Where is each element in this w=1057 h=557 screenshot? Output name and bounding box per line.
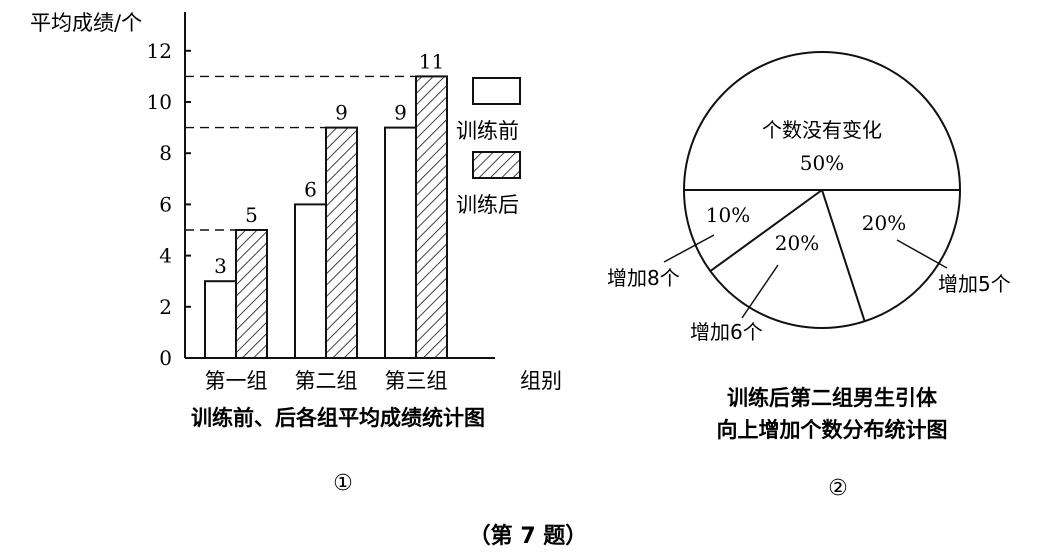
pie-slice-percent-plus8: 10% <box>706 203 750 227</box>
category-label: 第一组 <box>205 369 268 393</box>
pie-slice-percent-unchanged: 50% <box>800 151 844 175</box>
bar-data-label: 11 <box>419 49 444 73</box>
leader-line-plus8 <box>663 234 715 263</box>
bar-data-label: 9 <box>335 101 348 125</box>
bar-data-label: 5 <box>245 203 258 227</box>
pie-slice-label-unchanged: 个数没有变化 <box>762 118 882 142</box>
pie-slice-percent-plus5: 20% <box>862 211 906 235</box>
bar-marks: 3 5 6 9 9 11 <box>204 49 448 360</box>
pie-chart-title-line2: 向上增加个数分布统计图 <box>717 418 948 442</box>
pie-slice-percent-plus6: 20% <box>775 231 819 255</box>
reference-lines <box>185 75 416 231</box>
y-tick-label: 10 <box>147 90 172 114</box>
leader-line-plus5 <box>896 239 948 269</box>
legend-swatch-before <box>472 77 521 105</box>
y-axis-label: 平均成绩/个 <box>30 11 142 35</box>
y-tick-label: 12 <box>147 39 172 63</box>
legend-swatch-after <box>472 151 521 179</box>
bar-after <box>325 126 358 359</box>
category-labels: 第一组 第二组 第三组 <box>205 369 448 393</box>
bar-before <box>204 280 237 360</box>
figure-label: （第 7 题） <box>469 523 588 549</box>
bar-before <box>294 203 327 359</box>
legend: 训练前 训练后 <box>456 77 521 217</box>
y-tick-group: 0 2 4 6 8 10 12 <box>147 39 191 370</box>
y-tick-label: 4 <box>159 244 172 268</box>
pie-chart-title-line1: 训练后第二组男生引体 <box>727 386 938 410</box>
leader-line-plus6 <box>741 264 779 319</box>
pie-chart: 个数没有变化 50% 20% 20% 10% 增加5个 增加6个 增加8个 训练… <box>607 51 1011 501</box>
bar-chart: 平均成绩/个 0 2 4 6 8 10 12 3 5 6 9 9 11 第一组 第二组 第三组 组别 训练… <box>30 11 562 496</box>
pie-chart-caption-number: ② <box>828 476 848 501</box>
bar-chart-title: 训练前、后各组平均成绩统计图 <box>191 406 485 430</box>
pie-slice-plus6-boundary <box>709 189 823 272</box>
x-axis-label: 组别 <box>520 369 562 393</box>
bar-chart-caption-number: ① <box>333 471 353 496</box>
category-label: 第三组 <box>385 369 448 393</box>
pie-callout-plus5: 增加5个 <box>938 272 1011 296</box>
bar-before <box>384 126 417 359</box>
y-tick-label: 6 <box>159 192 172 216</box>
pie-slice-plus5-boundary <box>821 189 866 322</box>
legend-label-before: 训练前 <box>456 119 519 143</box>
legend-label-after: 训练后 <box>456 193 519 217</box>
y-tick-label: 2 <box>159 295 172 319</box>
pie-marks <box>683 51 961 329</box>
bar-data-label: 9 <box>394 101 407 125</box>
bar-data-label: 6 <box>304 177 317 201</box>
bar-after <box>415 75 448 360</box>
category-label: 第二组 <box>295 369 358 393</box>
bar-data-label: 3 <box>214 254 227 278</box>
pie-callout-plus6: 增加6个 <box>690 320 763 344</box>
pie-callout-plus8: 增加8个 <box>607 266 680 290</box>
y-tick-label: 0 <box>159 346 172 370</box>
y-tick-label: 8 <box>159 141 172 165</box>
bar-after <box>235 229 268 359</box>
